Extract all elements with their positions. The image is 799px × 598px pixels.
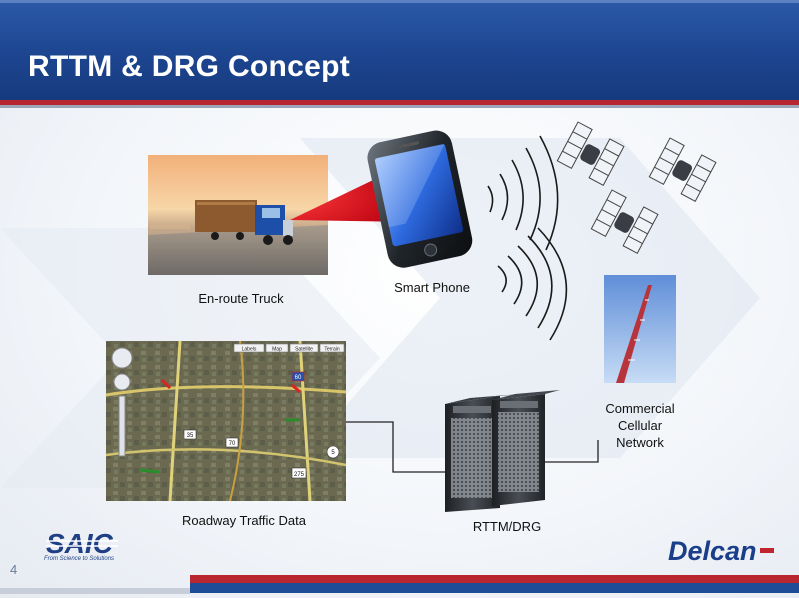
- header-gray-stripe: [0, 105, 799, 108]
- smart-phone: [367, 130, 473, 268]
- map-toolbar-satellite[interactable]: [289, 343, 319, 353]
- svg-text:Labels: Labels: [242, 347, 257, 353]
- map-toolbar-labels[interactable]: [233, 343, 265, 353]
- map-pan-control[interactable]: [111, 347, 133, 369]
- satellite-1: [556, 121, 625, 186]
- svg-text:70: 70: [229, 441, 236, 447]
- svg-text:Satellite: Satellite: [295, 347, 313, 353]
- satellite-2: [648, 137, 717, 202]
- truck-trailer: [195, 200, 257, 232]
- radio-waves-upper: [487, 135, 559, 251]
- header-top-line: [0, 0, 799, 3]
- footer-bar-blue: [190, 583, 799, 593]
- svg-text:60: 60: [295, 375, 302, 381]
- map-toolbar-map[interactable]: [265, 343, 289, 353]
- traffic-map: Labels Map Satellite Terrain 35 70 60 27…: [105, 340, 347, 502]
- header-band: RTTM & DRG Concept: [0, 0, 799, 100]
- delcan-logo: Delcan: [668, 536, 774, 566]
- server-stack: [445, 390, 560, 512]
- highway-shield: [291, 467, 307, 479]
- cell-tower-photo: [604, 275, 676, 383]
- highway-shield: [183, 429, 197, 440]
- footer-bar-red: [190, 575, 799, 583]
- svg-text:5: 5: [331, 450, 335, 456]
- interstate-shield: [291, 371, 305, 382]
- footer-bar-left: [0, 588, 190, 594]
- map-zoom-slider[interactable]: [118, 395, 126, 457]
- svg-text:35: 35: [187, 433, 194, 439]
- map-toolbar-terrain[interactable]: [319, 343, 345, 353]
- header-red-stripe: [0, 100, 799, 105]
- page-number: 4: [10, 562, 18, 577]
- server-label: RTTM/DRG: [472, 519, 542, 534]
- connector-server-tower: [545, 440, 599, 463]
- svg-text:Delcan: Delcan: [668, 536, 757, 566]
- slide-title: RTTM & DRG Concept: [28, 50, 351, 83]
- svg-text:Map: Map: [272, 347, 282, 353]
- connector-map-server: [346, 421, 445, 473]
- satellite-3: [590, 189, 659, 254]
- map-rotate-control[interactable]: [113, 373, 131, 391]
- svg-text:275: 275: [294, 472, 305, 478]
- saic-logo: SAIC: [46, 528, 118, 559]
- map-view-toolbar: Labels Map Satellite Terrain: [233, 343, 345, 353]
- radio-waves-lower: [497, 227, 568, 341]
- truck-photo: [148, 155, 328, 275]
- highway-shield: [225, 437, 239, 448]
- svg-text:SAIC: SAIC: [46, 528, 114, 559]
- truck-label: En-route Truck: [198, 291, 284, 306]
- highway-shield: [326, 445, 340, 459]
- phone-label: Smart Phone: [394, 280, 470, 295]
- traffic-data-label: Roadway Traffic Data: [181, 513, 307, 528]
- svg-text:Terrain: Terrain: [324, 347, 340, 353]
- saic-tagline: From Science to Solutions: [44, 556, 115, 562]
- cellular-network-label: Commercial Cellular Network: [605, 401, 675, 450]
